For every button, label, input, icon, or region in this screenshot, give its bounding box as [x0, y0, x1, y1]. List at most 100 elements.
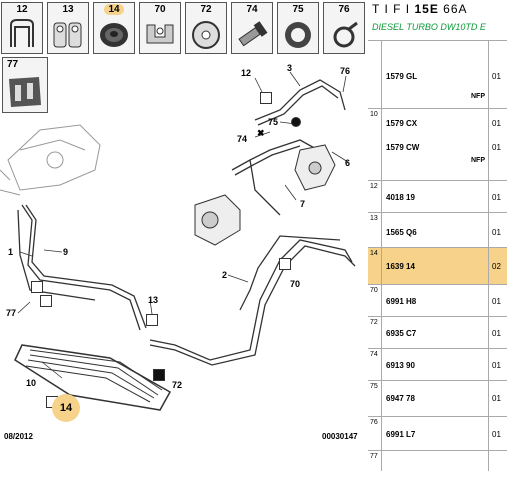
clip-icon: [10, 19, 34, 47]
part-qty: 01: [492, 143, 501, 152]
callout-2[interactable]: 2: [222, 270, 228, 280]
row-number: [368, 41, 382, 108]
thumbnail-number: 70: [154, 4, 166, 15]
thumbnail-70[interactable]: 70: [139, 2, 181, 54]
table-row[interactable]: 75 6947 78 01: [368, 381, 507, 417]
thumbnail-12[interactable]: 12: [1, 2, 43, 54]
engine-subtitle: DIESEL TURBO DW10TD E: [372, 22, 486, 32]
part-ref: 6991 H8: [386, 297, 417, 306]
row-number: 12: [368, 181, 382, 212]
thumbnail-77[interactable]: 77: [2, 57, 48, 113]
part-ref: 1639 14: [386, 262, 415, 271]
callout-14-highlighted[interactable]: 14: [52, 394, 80, 422]
part-ref: 1579 CW: [386, 143, 420, 152]
row-number: 14: [368, 248, 382, 284]
row-number: 77: [368, 451, 382, 471]
table-row[interactable]: 77: [368, 451, 507, 471]
row-number: 74: [368, 349, 382, 380]
thumbnail-number: 12: [16, 4, 28, 15]
callout-6[interactable]: 6: [345, 158, 351, 168]
nfp-flag: NFP: [471, 157, 485, 164]
parts-panel: T I F I 15E 66A DIESEL TURBO DW10TD E 15…: [368, 0, 507, 480]
part-qty: 01: [492, 119, 501, 128]
callout-70[interactable]: 70: [290, 279, 301, 289]
parts-table: 1579 GL NFP 01 10 1579 CX 1579 CW NFP 01…: [368, 40, 507, 471]
part-ref: 6935 C7: [386, 329, 417, 338]
highlight-badge: 14: [104, 4, 124, 15]
diagram-marker: [40, 295, 52, 307]
row-number: 13: [368, 213, 382, 247]
callout-1[interactable]: 1: [8, 247, 14, 257]
thumbnail-72[interactable]: 72: [185, 2, 227, 54]
leader-lines: [17, 71, 349, 379]
injection-pump: [194, 144, 336, 246]
bolt-icon: [238, 21, 268, 47]
fuel-cooler: [14, 344, 172, 411]
callout-74[interactable]: 74: [237, 134, 248, 144]
part-qty: 01: [492, 329, 501, 338]
high-pressure-pipe: [231, 79, 346, 216]
thumbnail-76[interactable]: 76: [323, 2, 365, 54]
callout-75[interactable]: 75: [268, 117, 279, 127]
thumbnail-number: 75: [292, 4, 304, 15]
part-qty: 01: [492, 72, 501, 81]
table-row[interactable]: 74 6913 90 01: [368, 349, 507, 381]
thumbnail-13[interactable]: 13: [47, 2, 89, 54]
callout-13[interactable]: 13: [148, 295, 159, 305]
diagram-marker: [153, 369, 165, 381]
engine-block-sketch: [0, 124, 101, 196]
header-suffix: 66A: [443, 2, 468, 16]
diagram-marker: [31, 281, 43, 293]
callout-10[interactable]: 10: [26, 378, 37, 388]
part-qty: 01: [492, 297, 501, 306]
catalog-header: T I F I 15E 66A: [372, 2, 468, 16]
double-clip-icon: [53, 22, 82, 48]
table-row[interactable]: 13 1565 Q6 01: [368, 213, 507, 248]
row-number: 72: [368, 317, 382, 348]
grommet-icon: [100, 23, 128, 47]
part-qty: 01: [492, 430, 501, 439]
table-row[interactable]: 70 6991 H8 01: [368, 285, 507, 317]
part-qty: 01: [492, 193, 501, 202]
table-row-selected[interactable]: 14 1639 14 02: [368, 248, 507, 285]
callout-7[interactable]: 7: [300, 199, 306, 209]
part-ref: 6913 90: [386, 361, 415, 370]
bracket-icon: [146, 24, 174, 44]
part-qty: 01: [492, 361, 501, 370]
header-prefix: T I F I: [372, 2, 411, 16]
callout-9[interactable]: 9: [63, 247, 69, 257]
part-ref: 6991 L7: [386, 430, 416, 439]
diagram-marker: [279, 258, 291, 270]
feed-pipe-main: [149, 235, 356, 366]
thumbnail-75[interactable]: 75: [277, 2, 319, 54]
washer-icon: [192, 21, 220, 49]
thumbnail-number: 74: [246, 4, 258, 15]
header-code: 15E: [414, 2, 439, 16]
exploded-diagram: [0, 71, 356, 411]
nfp-flag: NFP: [471, 93, 485, 100]
seal-ring-icon: [285, 22, 311, 48]
thumbnail-number: 13: [62, 4, 74, 15]
table-row[interactable]: 76 6991 L7 01: [368, 417, 507, 451]
row-number: 76: [368, 417, 382, 450]
callout-76[interactable]: 76: [340, 66, 351, 76]
table-row[interactable]: 72 6935 C7 01: [368, 317, 507, 349]
table-row[interactable]: 12 4018 19 01: [368, 181, 507, 213]
part-ref: 1565 Q6: [386, 228, 417, 237]
thumbnail-number: 14: [94, 4, 134, 16]
diagram-marker: [260, 92, 272, 104]
part-ref: 4018 19: [386, 193, 415, 202]
callout-72[interactable]: 72: [172, 380, 183, 390]
mounting-block-icon: [9, 77, 41, 107]
callout-12[interactable]: 12: [241, 68, 252, 78]
callout-3[interactable]: 3: [287, 63, 293, 73]
part-qty: 01: [492, 394, 501, 403]
thumbnail-number: 77: [7, 59, 19, 70]
part-ref: 1579 CX: [386, 119, 418, 128]
thumbnail-74[interactable]: 74: [231, 2, 273, 54]
diagram-marker: [291, 117, 301, 127]
callout-77[interactable]: 77: [6, 308, 17, 318]
table-row[interactable]: 10 1579 CX 1579 CW NFP 01 01: [368, 109, 507, 181]
thumbnail-14[interactable]: 14: [93, 2, 135, 54]
table-row[interactable]: 1579 GL NFP 01: [368, 41, 507, 109]
